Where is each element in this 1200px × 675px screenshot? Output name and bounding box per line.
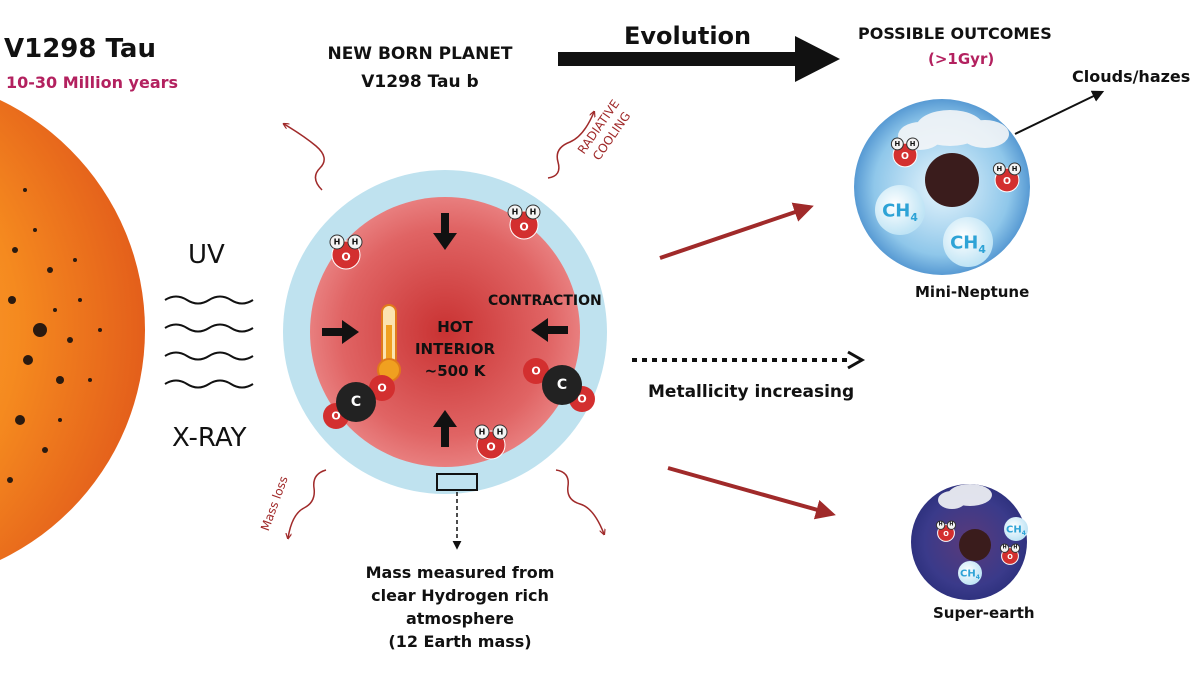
oxygen-atom-label: O bbox=[377, 382, 386, 395]
arrow-to-mini-neptune bbox=[659, 202, 814, 260]
carbon-atom-label: C bbox=[351, 394, 361, 410]
escape-arrows bbox=[284, 112, 604, 538]
water-molecule: OH H bbox=[507, 204, 541, 240]
hot-line1: HOT bbox=[437, 318, 473, 336]
methane-label: CH4 bbox=[1006, 525, 1026, 538]
oxygen-atom-label: O bbox=[1003, 176, 1011, 187]
mini-neptune-core bbox=[925, 153, 979, 207]
oxygen-atom-label: O bbox=[331, 410, 340, 423]
hydrogen-atom-label: H bbox=[894, 140, 900, 148]
outcomes-age: (>1Gyr) bbox=[928, 50, 995, 68]
radiation-waves bbox=[164, 295, 254, 389]
methane-molecule bbox=[875, 185, 925, 235]
hydrogen-atom-label: H bbox=[1003, 545, 1007, 551]
xray-label: X-RAY bbox=[172, 423, 247, 453]
hydrogen-atom-label: H bbox=[334, 238, 341, 247]
methane-label: CH4 bbox=[950, 232, 986, 256]
star-age: 10-30 Million years bbox=[6, 73, 179, 92]
hydrogen-atom-label: H bbox=[949, 522, 953, 528]
mass-marker-box bbox=[436, 473, 478, 491]
clouds-label: Clouds/hazes bbox=[1072, 67, 1191, 86]
oxygen-atom-label: O bbox=[341, 251, 350, 264]
hydrogen-atom-label: H bbox=[910, 140, 916, 148]
sunspots bbox=[7, 188, 102, 483]
oxygen-atom-label: O bbox=[1007, 553, 1013, 561]
water-molecule: OH H bbox=[890, 137, 920, 168]
star-sun bbox=[0, 100, 145, 560]
planet-title: NEW BORN PLANET bbox=[327, 44, 513, 64]
evolution-label: Evolution bbox=[624, 22, 752, 50]
methane-molecule bbox=[1004, 517, 1028, 541]
arrow-to-super-earth bbox=[667, 466, 836, 520]
clouds-pointer-arrow bbox=[1014, 90, 1105, 135]
outcomes-title: POSSIBLE OUTCOMES bbox=[858, 24, 1052, 43]
hydrogen-atom-label: H bbox=[479, 428, 486, 437]
hydrogen-atom-label: H bbox=[996, 165, 1002, 173]
hydrogen-atom-label: H bbox=[1012, 165, 1018, 173]
star-name: V1298 Tau bbox=[4, 34, 156, 64]
co2-molecule: COO bbox=[523, 358, 595, 412]
methane-label: CH4 bbox=[882, 200, 918, 224]
water-molecule: OH H bbox=[329, 234, 363, 270]
metallicity-label: Metallicity increasing bbox=[648, 382, 855, 402]
uv-label: UV bbox=[188, 240, 225, 270]
oxygen-atom-label: O bbox=[531, 365, 540, 378]
methane-label: CH4 bbox=[960, 569, 980, 582]
co2-molecule: COO bbox=[323, 375, 395, 429]
contraction-label: CONTRACTION bbox=[488, 293, 602, 309]
water-molecule: OH H bbox=[474, 424, 508, 460]
mass-line4: (12 Earth mass) bbox=[388, 632, 532, 651]
mini-neptune-label: Mini-Neptune bbox=[915, 283, 1030, 301]
super-earth-label: Super-earth bbox=[933, 604, 1035, 622]
contraction-arrows bbox=[322, 213, 568, 447]
oxygen-atom-label: O bbox=[943, 530, 949, 538]
hot-line3: ~500 K bbox=[424, 362, 486, 380]
hydrogen-atom-label: H bbox=[1013, 545, 1017, 551]
hot-interior-label: HOT INTERIOR ~500 K bbox=[400, 316, 510, 382]
hydrogen-atom-label: H bbox=[530, 208, 537, 217]
mass-line1: Mass measured from bbox=[365, 563, 555, 582]
thermometer-icon bbox=[377, 304, 401, 382]
evolution-arrow bbox=[558, 36, 840, 82]
carbon-atom-label: C bbox=[557, 377, 567, 393]
mini-neptune-clouds bbox=[898, 110, 1009, 150]
super-earth-core bbox=[959, 529, 991, 561]
methane-molecule bbox=[943, 217, 993, 267]
mass-line2: clear Hydrogen rich bbox=[371, 586, 549, 605]
oxygen-atom-label: O bbox=[577, 393, 586, 406]
methane-molecule bbox=[958, 561, 982, 585]
hydrogen-atom-label: H bbox=[497, 428, 504, 437]
hot-line2: INTERIOR bbox=[414, 340, 496, 358]
hydrogen-atom-label: H bbox=[939, 522, 943, 528]
mass-line3: atmosphere bbox=[405, 609, 515, 628]
oxygen-atom-label: O bbox=[486, 441, 495, 454]
hydrogen-atom-label: H bbox=[352, 238, 359, 247]
mass-measured-label: Mass measured from clear Hydrogen rich a… bbox=[340, 561, 580, 653]
oxygen-atom-label: O bbox=[519, 221, 528, 234]
planet-subtitle: V1298 Tau b bbox=[361, 72, 479, 92]
water-molecule: OH H bbox=[992, 162, 1022, 193]
hydrogen-atom-label: H bbox=[512, 208, 519, 217]
super-earth-clouds bbox=[938, 484, 992, 509]
oxygen-atom-label: O bbox=[901, 151, 909, 162]
